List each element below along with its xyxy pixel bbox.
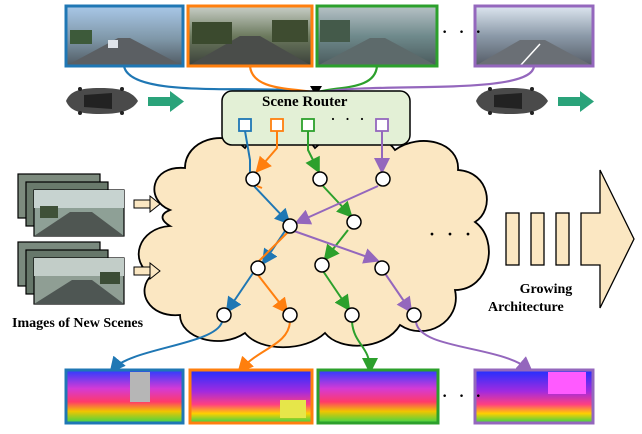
scene-router-box: [221, 90, 411, 146]
growing-label-line1: Growing: [519, 282, 573, 297]
top-images-ellipsis: · · ·: [441, 19, 484, 44]
node: [250, 260, 266, 276]
right-arrow-icon: [133, 194, 161, 214]
car-icon: [476, 87, 548, 115]
top-scene-image-green: [315, 4, 439, 68]
bottom-images-ellipsis: · · ·: [441, 383, 484, 408]
depth-map-blue: [64, 368, 185, 425]
cloud-ellipsis: · · ·: [428, 222, 474, 248]
node: [282, 218, 298, 234]
right-arrow-icon: [148, 91, 184, 112]
node: [375, 171, 391, 187]
growing-label-line2: Architecture: [488, 300, 564, 315]
node: [312, 171, 328, 187]
node: [374, 260, 390, 276]
router-port-blue: [238, 118, 252, 132]
node: [314, 257, 330, 273]
scene-router-title: Scene Router: [262, 94, 348, 110]
right-arrow-icon: [558, 91, 594, 112]
node: [344, 307, 360, 323]
router-port-green: [301, 118, 315, 132]
node: [406, 307, 422, 323]
depth-map-green: [316, 368, 440, 425]
new-scene-stack-1: [17, 173, 125, 237]
flow-purple: [321, 65, 536, 94]
right-arrow-icon: [133, 261, 161, 281]
top-scene-image-orange: [186, 4, 314, 68]
new-scene-stack-2: [17, 241, 125, 305]
network-nodes: [216, 171, 422, 323]
node: [346, 214, 362, 230]
router-port-orange: [270, 118, 284, 132]
node: [282, 307, 298, 323]
car-icon: [66, 87, 138, 115]
flow-orange: [248, 65, 313, 94]
depth-map-orange: [188, 368, 314, 425]
new-scenes-label: Images of New Scenes: [12, 316, 144, 331]
depth-map-purple: [473, 368, 595, 425]
routing-paths: [109, 130, 534, 374]
node: [216, 307, 232, 323]
router-ellipsis: · · ·: [330, 109, 367, 129]
top-scene-image-blue: [64, 4, 185, 68]
top-scene-image-purple: [473, 4, 595, 68]
router-port-purple: [375, 118, 389, 132]
growing-architecture-arrow: [505, 169, 635, 309]
node: [245, 171, 261, 187]
